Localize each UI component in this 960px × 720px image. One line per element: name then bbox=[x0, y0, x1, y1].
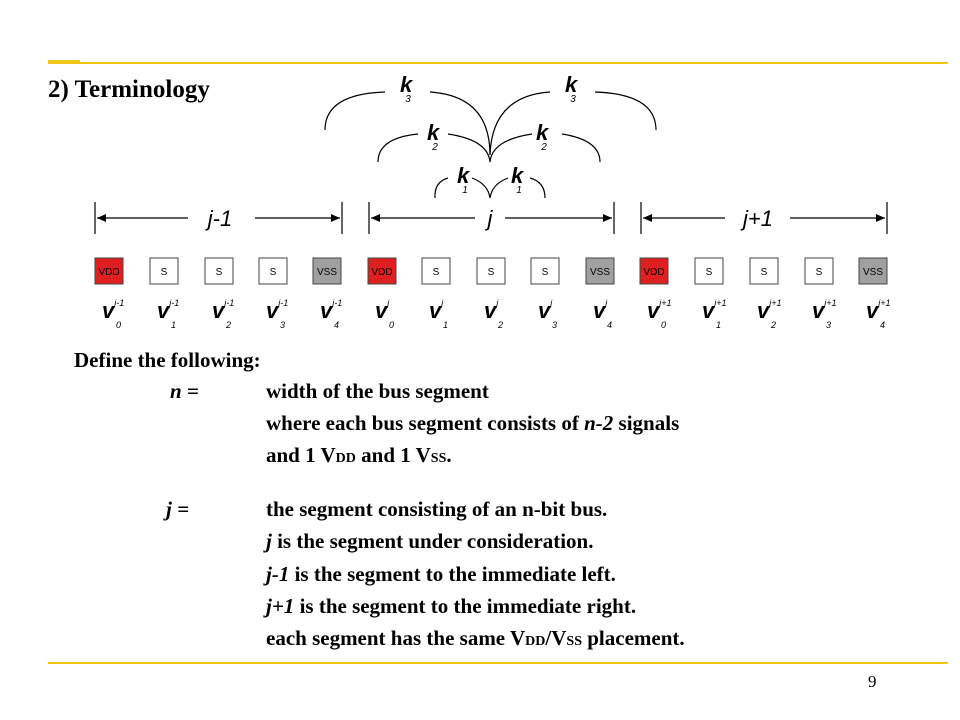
n-def-line3: and 1 VDD and 1 VSS. bbox=[266, 443, 452, 467]
v-label-14: vj+1 bbox=[866, 298, 891, 323]
definitions-heading: Define the following: bbox=[74, 348, 261, 372]
cell-7-label: S bbox=[488, 267, 495, 278]
v-label-3-sub: 3 bbox=[280, 320, 285, 330]
v-label-11: vj+1 bbox=[702, 298, 727, 323]
v-label-2: vj-1 bbox=[212, 298, 234, 323]
cell-8 bbox=[530, 257, 560, 285]
top-rule bbox=[48, 62, 948, 64]
cell-6-label: S bbox=[433, 267, 440, 278]
v-label-9-sub: 4 bbox=[607, 320, 612, 330]
wire-cells: VDD S S S VSS VDD S S S VSS VDD S S S VS… bbox=[94, 257, 888, 285]
v-label-0: vj-1 bbox=[102, 298, 124, 323]
page-title: 2) Terminology bbox=[48, 76, 210, 103]
v-label-13: vj+1 bbox=[812, 298, 837, 323]
cell-9-label: VSS bbox=[590, 267, 610, 278]
segment-label-j-1: j-1 bbox=[205, 206, 232, 231]
cell-1-label: S bbox=[161, 267, 168, 278]
v-label-4-sub: 4 bbox=[334, 320, 339, 330]
v-label-14-sub: 4 bbox=[880, 320, 885, 330]
k3-center-brace bbox=[429, 91, 551, 156]
j-def-line3: j-1 is the segment to the immediate left… bbox=[266, 562, 616, 586]
cell-14 bbox=[858, 257, 888, 285]
v-label-13-sub: 3 bbox=[826, 320, 831, 330]
cell-14-label: VSS bbox=[863, 267, 883, 278]
j-def-line1: the segment consisting of an n-bit bus. bbox=[266, 497, 608, 521]
k2-left-brace bbox=[377, 133, 419, 163]
n-def-line2: where each bus segment consists of n-2 s… bbox=[266, 411, 680, 435]
page-number: 9 bbox=[868, 672, 877, 691]
cell-13 bbox=[804, 257, 834, 285]
v-label-7-sub: 2 bbox=[497, 320, 503, 330]
j-def-line2: j is the segment under consideration. bbox=[266, 529, 594, 553]
segment-label-j+1: j+1 bbox=[740, 206, 773, 231]
k3-right-brace bbox=[594, 91, 657, 131]
cell-7 bbox=[476, 257, 506, 285]
cell-10 bbox=[639, 257, 669, 285]
v-label-8-sub: 3 bbox=[552, 320, 557, 330]
cell-2-label: S bbox=[216, 267, 223, 278]
v-label-1-sub: 1 bbox=[171, 320, 176, 330]
v-label-10-sub: 0 bbox=[661, 320, 666, 330]
cell-3-label: S bbox=[270, 267, 277, 278]
v-label-6-sub: 1 bbox=[443, 320, 448, 330]
j-term: j = bbox=[166, 497, 190, 521]
top-rule-accent bbox=[48, 60, 80, 64]
v-label-2-sub: 2 bbox=[225, 320, 231, 330]
cell-11-label: S bbox=[706, 267, 713, 278]
cell-5 bbox=[367, 257, 397, 285]
segment-spans bbox=[94, 202, 888, 234]
segment-label-j: j bbox=[485, 206, 494, 231]
cell-12 bbox=[749, 257, 779, 285]
v-label-6: vj bbox=[429, 298, 444, 323]
k2-right-brace bbox=[561, 133, 601, 163]
n-term: n = bbox=[170, 379, 199, 403]
v-label-1: vj-1 bbox=[157, 298, 179, 323]
v-label-12: vj+1 bbox=[757, 298, 782, 323]
cell-8-label: S bbox=[542, 267, 549, 278]
k2-center-brace bbox=[447, 133, 533, 163]
v-labels: vj-1 0 vj-1 1 vj-1 2 vj-1 3 vj-1 4 vj 0 … bbox=[102, 298, 891, 330]
cell-3 bbox=[258, 257, 288, 285]
n-def-line1: width of the bus segment bbox=[266, 379, 489, 403]
cell-13-label: S bbox=[816, 267, 823, 278]
bottom-rule bbox=[48, 662, 948, 664]
k3-left-brace bbox=[324, 91, 386, 131]
v-label-7: vj bbox=[484, 298, 499, 323]
k1-right-brace bbox=[529, 177, 546, 199]
v-label-10: vj+1 bbox=[647, 298, 672, 323]
cell-6 bbox=[421, 257, 451, 285]
v-label-12-sub: 2 bbox=[770, 320, 776, 330]
cell-9 bbox=[585, 257, 615, 285]
cell-4 bbox=[312, 257, 342, 285]
cell-1 bbox=[149, 257, 179, 285]
v-label-5: vj bbox=[375, 298, 390, 323]
cell-0-label: VDD bbox=[98, 267, 119, 278]
v-label-9: vj bbox=[593, 298, 608, 323]
cell-5-label: VDD bbox=[371, 267, 392, 278]
v-label-5-sub: 0 bbox=[389, 320, 394, 330]
v-label-4: vj-1 bbox=[320, 298, 342, 323]
cell-0 bbox=[94, 257, 124, 285]
j-def-line5: each segment has the same VDD/VSS placem… bbox=[266, 626, 685, 650]
cell-4-label: VSS bbox=[317, 267, 337, 278]
k1-left-brace bbox=[434, 177, 449, 199]
k-braces bbox=[324, 91, 657, 199]
v-label-11-sub: 1 bbox=[716, 320, 721, 330]
k1-center-brace bbox=[471, 177, 509, 199]
j-def-line4: j+1 is the segment to the immediate righ… bbox=[266, 594, 637, 618]
v-label-8: vj bbox=[538, 298, 553, 323]
v-label-0-sub: 0 bbox=[116, 320, 121, 330]
v-label-3: vj-1 bbox=[266, 298, 288, 323]
cell-11 bbox=[694, 257, 724, 285]
cell-2 bbox=[204, 257, 234, 285]
cell-10-label: VDD bbox=[643, 267, 664, 278]
cell-12-label: S bbox=[761, 267, 768, 278]
